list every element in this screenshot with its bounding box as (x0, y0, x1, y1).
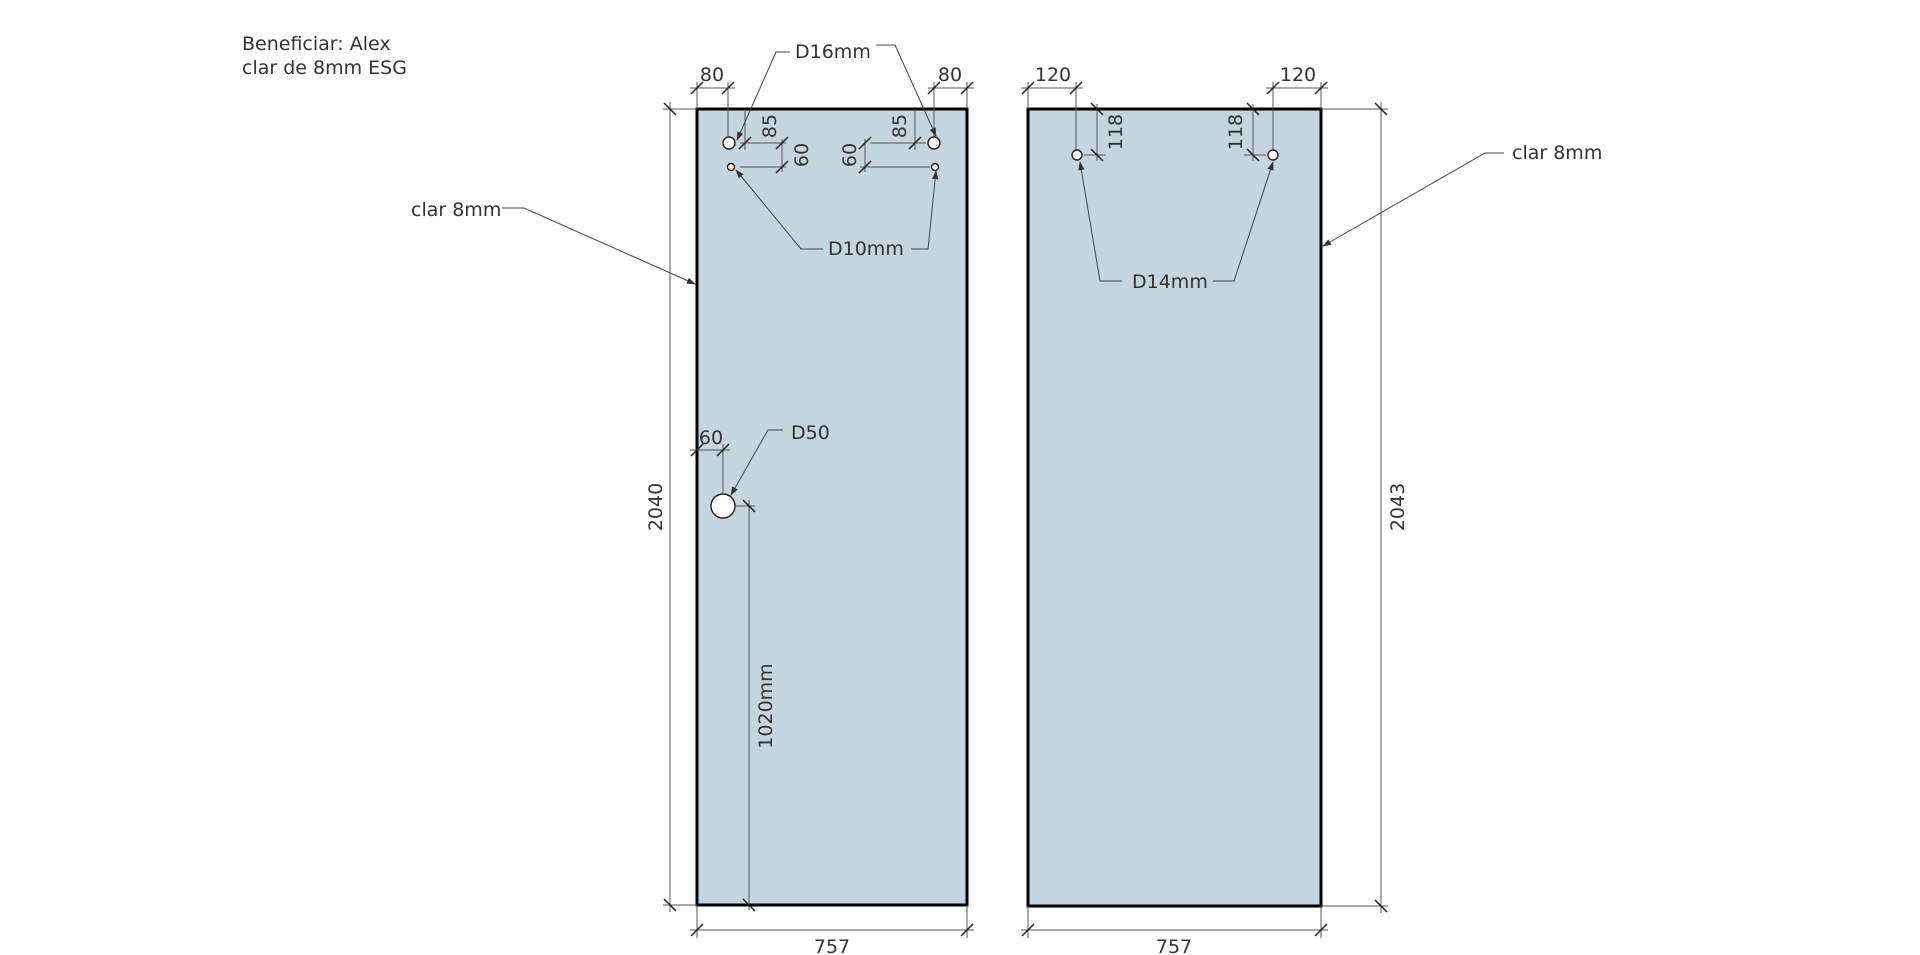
left-edge-offset-right-value: 80 (938, 64, 962, 86)
right-width-dimension: 757 (1021, 906, 1328, 955)
left-hole-top-offset-right-value: 85 (889, 114, 911, 138)
right-panel-hole-d14-left (1071, 149, 1083, 161)
right-glass-panel: 120 120 118 118 (1021, 64, 1602, 955)
beneficiary-label: Beneficiar: Alex (242, 33, 391, 55)
right-material-label: clar 8mm (1512, 142, 1602, 164)
left-height-value: 2040 (645, 483, 667, 531)
left-height-dimension: 2040 (645, 102, 697, 912)
left-hole-top-offset-left-value: 85 (759, 114, 781, 138)
left-material-label: clar 8mm (411, 199, 501, 221)
right-panel-body (1026, 107, 1323, 908)
left-hole-offset-dimension-left: 85 60 (738, 109, 813, 174)
right-hole-offset-dimension-left: 118 (1084, 102, 1127, 162)
right-height-dimension: 2043 (1321, 102, 1409, 913)
left-panel-body (695, 107, 969, 907)
left-panel-hole-d10-left (726, 162, 736, 172)
right-hole-offset-dimension-right: 118 (1225, 102, 1266, 162)
right-edge-offset-right-value: 120 (1280, 64, 1316, 86)
left-panel-hole-d16-right (927, 136, 941, 150)
glass-spec-label: clar de 8mm ESG (242, 57, 407, 79)
left-cutout-edge-offset-dimension: 60 (690, 427, 730, 494)
right-hole-label: D14mm (1132, 271, 1208, 293)
left-hole-spacing-left-value: 60 (791, 143, 813, 167)
left-large-hole-label: D16mm (795, 41, 871, 63)
left-glass-panel: 80 80 85 60 (411, 41, 974, 955)
right-edge-offset-left-value: 120 (1035, 64, 1071, 86)
left-width-value: 757 (814, 936, 850, 955)
left-hole-spacing-right-value: 60 (839, 143, 861, 167)
left-top-offset-right-dimension: 80 (927, 64, 974, 143)
left-panel-hole-d16-left (722, 136, 736, 150)
left-edge-offset-left-value: 80 (700, 64, 724, 86)
right-hole-top-offset-right-value: 118 (1225, 114, 1247, 150)
right-panel-hole-d14-right (1267, 149, 1279, 161)
right-d14-callout: D14mm (1078, 161, 1274, 293)
left-material-callout: clar 8mm (411, 199, 696, 285)
left-panel-cutout-d50 (710, 493, 736, 519)
left-cutout-callout: D50 (730, 422, 830, 496)
left-cutout-edge-offset-value: 60 (699, 427, 723, 449)
left-d16-callout: D16mm (736, 41, 937, 141)
left-cutout-label: D50 (791, 422, 830, 444)
left-hole-offset-dimension-right: 85 60 (839, 109, 930, 174)
right-width-value: 757 (1156, 936, 1192, 955)
right-material-callout: clar 8mm (1322, 142, 1602, 247)
left-cutout-height-value: 1020mm (755, 663, 777, 748)
left-small-hole-label: D10mm (828, 238, 904, 260)
right-height-value: 2043 (1387, 483, 1409, 531)
left-top-offset-left-dimension: 80 (690, 64, 735, 143)
left-cutout-height-dimension: 1020mm (735, 499, 777, 912)
right-hole-top-offset-left-value: 118 (1105, 114, 1127, 150)
left-panel-hole-d10-right (930, 162, 940, 172)
right-top-offset-right-dimension: 120 (1266, 64, 1328, 150)
left-width-dimension: 757 (690, 905, 974, 955)
right-top-offset-left-dimension: 120 (1021, 64, 1083, 150)
left-d10-callout: D10mm (735, 169, 939, 260)
